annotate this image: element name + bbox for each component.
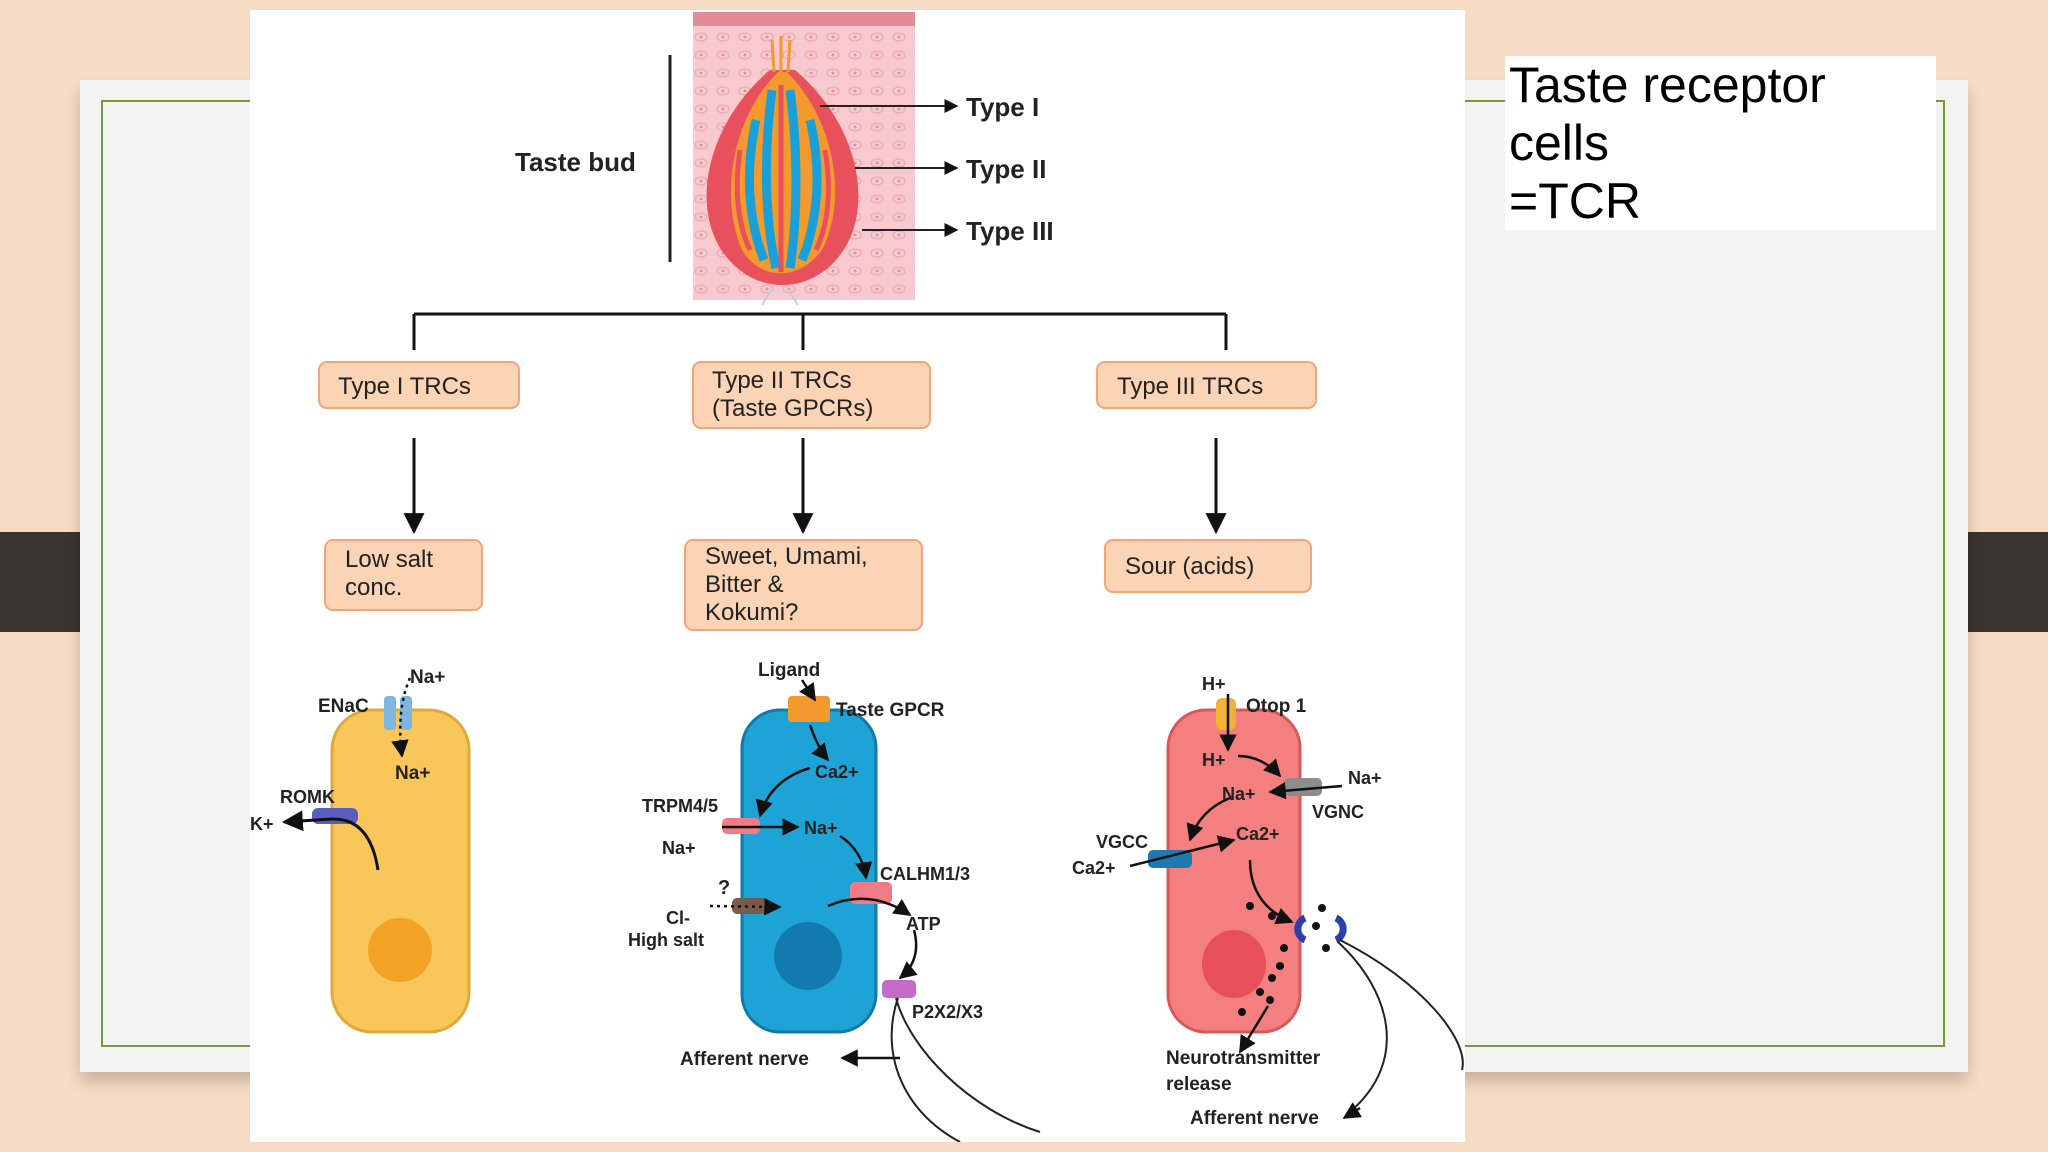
type3-trc-label: Type III TRCs — [1117, 373, 1263, 400]
type2-taste-line1: Sweet, Umami, — [705, 543, 868, 570]
type2-trc-box — [692, 361, 931, 429]
cell1-na-out: Na+ — [410, 667, 445, 688]
atp-p2x-arrow — [898, 929, 918, 980]
k-efflux-arrow — [281, 810, 380, 871]
cl-influx-arrow — [709, 898, 782, 916]
type3-label: Type III — [966, 216, 1054, 246]
type1-cell — [312, 696, 471, 1034]
cell2-gpcr: Taste GPCR — [836, 700, 945, 721]
ligand-arrow — [799, 679, 817, 702]
type2-nerve-fiber-2 — [895, 997, 1041, 1133]
type2-nerve-fiber-1 — [890, 997, 961, 1142]
otop1-channel — [1216, 698, 1236, 730]
cell3-vgnc: VGNC — [1312, 802, 1364, 822]
cell2-calhm: CALHM1/3 — [880, 864, 970, 884]
tree-connector — [412, 312, 1228, 350]
type3-taste-box — [1104, 539, 1312, 593]
cell1-k: K+ — [250, 814, 274, 834]
cell3-h-in: H+ — [1202, 750, 1226, 770]
cell3-ca-in: Ca2+ — [1236, 824, 1280, 844]
na-calhm-arrow — [839, 834, 873, 880]
cell3-nt-line2: release — [1166, 1074, 1232, 1095]
cell3-otop: Otop 1 — [1246, 696, 1307, 717]
cell1-na-in: Na+ — [395, 763, 430, 784]
gpcr-ca-arrow — [808, 724, 830, 762]
type3-nerve-fiber-2 — [1339, 939, 1464, 1071]
cell2-na-out: Na+ — [662, 838, 696, 858]
type3-trc-box — [1096, 361, 1317, 409]
type1-taste-line2: conc. — [345, 574, 402, 601]
type1-taste-line1: Low salt — [345, 546, 433, 573]
enac-channel — [384, 696, 396, 730]
cell2-ligand: Ligand — [758, 660, 820, 681]
cell3-na-out: Na+ — [1348, 768, 1382, 788]
type2-trc-label-line2: (Taste GPCRs) — [712, 395, 873, 422]
type1-taste-box — [324, 539, 483, 611]
type2-trc-label-line1: Type II TRCs — [712, 367, 852, 394]
figure-canvas: Taste bud Type I Type II Type III Type I… — [250, 12, 1464, 1142]
taste-bud-illustration — [693, 12, 915, 306]
h-vgnc-arrow — [1237, 754, 1282, 778]
taste-gpcr-receptor — [788, 696, 830, 722]
neurotransmitter-vesicles — [1238, 902, 1330, 1016]
taste-bud-label: Taste bud — [515, 147, 636, 177]
caption-line1: Taste receptor cells — [1509, 57, 1826, 171]
na-vgcc-arrow — [1186, 796, 1231, 842]
na-vgnc-arrow — [1268, 781, 1343, 800]
cell3-na-in: Na+ — [1222, 784, 1256, 804]
cell2-p2x: P2X2/X3 — [912, 1002, 983, 1022]
type3-taste-label: Sour (acids) — [1125, 553, 1254, 580]
cell1-romk: ROMK — [280, 787, 335, 807]
type1-trc-label: Type I TRCs — [338, 373, 471, 400]
type3-afferent-arrow — [1342, 1102, 1362, 1120]
type3-nerve-fiber-1 — [1337, 941, 1388, 1115]
type3-cell — [1148, 698, 1347, 1034]
cell3-ca-out: Ca2+ — [1072, 858, 1116, 878]
type1-trc-box — [318, 361, 520, 409]
cell1-enac: ENaC — [318, 696, 369, 717]
type2-taste-box — [684, 539, 923, 631]
calhm-atp-arrow — [827, 897, 912, 917]
cell3-nt-line1: Neurotransmitter — [1166, 1048, 1321, 1069]
synapse-right — [1334, 914, 1347, 944]
ca-influx-arrow — [1129, 835, 1236, 868]
ca-release-arrow — [1248, 859, 1294, 925]
nt-release-arrow — [1238, 1005, 1270, 1054]
cell2-ca: Ca2+ — [815, 762, 859, 782]
type1-label: Type I — [966, 92, 1039, 122]
type2-cell — [722, 696, 916, 1034]
na-influx-arrow — [391, 677, 412, 758]
caption-line2: =TCR — [1509, 173, 1641, 229]
slide-caption: Taste receptor cells =TCR — [1505, 56, 1936, 230]
cell3-afferent: Afferent nerve — [1190, 1108, 1319, 1129]
cell2-cl: Cl- — [666, 908, 690, 928]
ca-trpm-arrow — [755, 766, 811, 818]
cell2-question: ? — [718, 877, 730, 899]
cell2-afferent: Afferent nerve — [680, 1049, 809, 1070]
taste-receptor-figure: Taste bud Type I Type II Type III Type I… — [250, 10, 1465, 1142]
cell3-h-out: H+ — [1202, 674, 1226, 694]
cell2-na-in: Na+ — [804, 818, 838, 838]
cell2-high-salt: High salt — [628, 930, 704, 950]
type2-taste-line2: Bitter & — [705, 571, 784, 598]
cl-channel — [732, 898, 768, 914]
cell2-atp: ATP — [906, 914, 941, 934]
vgnc-channel — [1284, 778, 1322, 796]
cell2-trpm: TRPM4/5 — [642, 796, 718, 816]
synapse-left — [1294, 914, 1307, 944]
cell3-vgcc: VGCC — [1096, 832, 1148, 852]
type2-label: Type II — [966, 154, 1046, 184]
type2-taste-line3: Kokumi? — [705, 599, 798, 626]
p2x-receptor — [882, 980, 916, 998]
